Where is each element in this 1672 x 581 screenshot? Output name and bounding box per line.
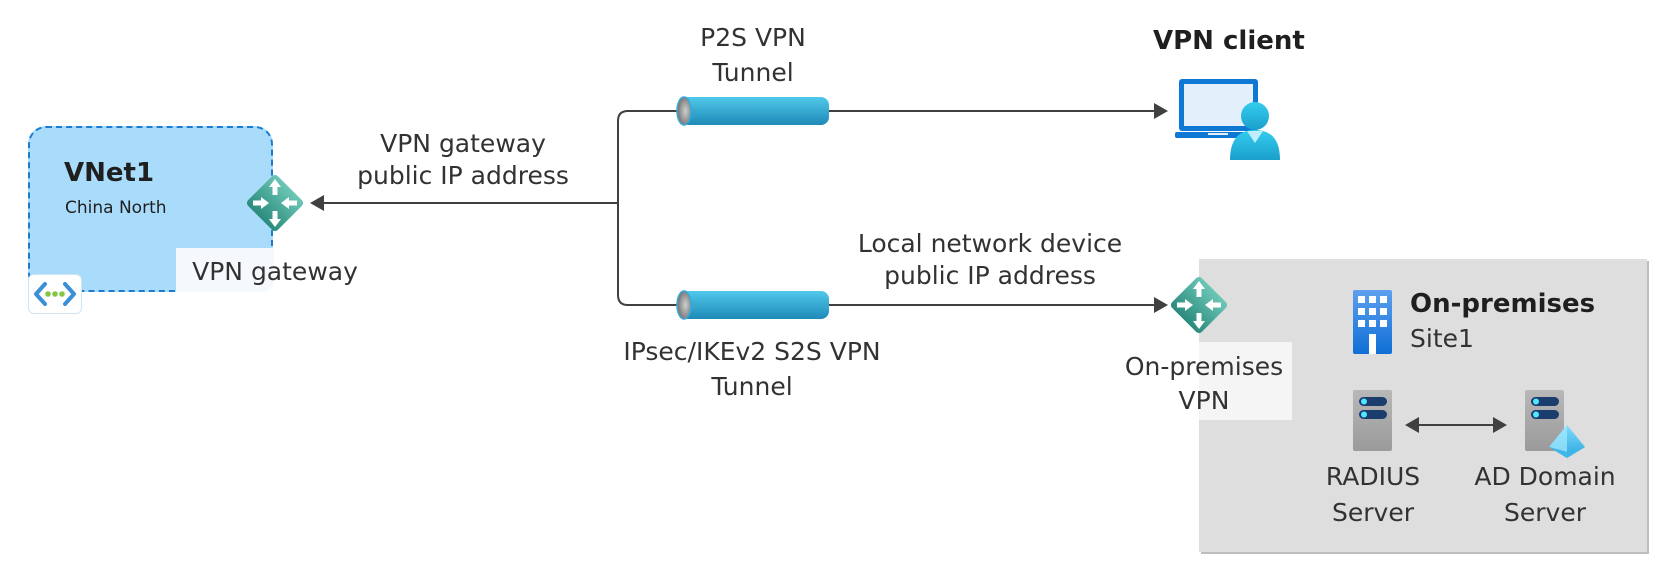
vpn-gateway-label-background: [176, 248, 274, 292]
vnet-title: VNet1: [64, 158, 155, 188]
gateway-ip-label-line1: VPN gateway: [380, 129, 546, 158]
s2s-tunnel-icon: [676, 290, 829, 320]
arrowhead-to-ad: [1493, 417, 1507, 433]
radius-server-icon: [1353, 390, 1392, 451]
laptop-user-icon: [1175, 79, 1280, 160]
p2s-tunnel-label-line2: Tunnel: [712, 58, 794, 87]
s2s-tunnel-label-line1: IPsec/IKEv2 S2S VPN: [623, 337, 881, 366]
p2s-tunnel-label-line1: P2S VPN: [700, 23, 806, 52]
radius-server-label-line1: RADIUS: [1325, 462, 1421, 491]
vpn-client-title: VPN client: [1153, 26, 1305, 56]
arrowhead-to-radius: [1405, 417, 1419, 433]
on-premises-title: On-premises: [1410, 289, 1596, 319]
connector-lines: [322, 110, 1494, 426]
on-premises-vpn-label-line2: VPN: [1178, 386, 1230, 415]
ad-domain-server-label-line1: AD Domain: [1474, 462, 1616, 491]
arrowhead-to-client: [1154, 103, 1168, 119]
on-premises-site: Site1: [1410, 324, 1474, 353]
arrowheads: [310, 103, 1507, 433]
vpn-gateway-icon: [246, 174, 304, 232]
vpn-gateway-label: VPN gateway: [192, 257, 358, 286]
radius-server-label-line2: Server: [1332, 498, 1414, 527]
local-ip-label-line2: public IP address: [884, 261, 1096, 290]
s2s-tunnel-label-line2: Tunnel: [711, 372, 793, 401]
building-icon: [1353, 290, 1392, 354]
vnet-region: China North: [65, 198, 167, 218]
on-premises-vpn-label-background-outside: [1120, 342, 1199, 420]
arrowhead-to-gateway: [310, 195, 324, 211]
on-premises-vpn-label-line1: On-premises: [1124, 352, 1284, 381]
connector-to-s2s: [617, 203, 680, 306]
on-premises-vpn-gateway-icon: [1170, 276, 1228, 334]
connector-to-p2s: [617, 110, 680, 203]
ad-domain-server-icon: [1525, 390, 1564, 451]
ad-domain-server-label-line2: Server: [1504, 498, 1586, 527]
virtual-network-icon: [34, 282, 76, 306]
local-ip-label-line1: Local network device: [857, 229, 1123, 258]
active-directory-icon: [1549, 425, 1585, 458]
gateway-ip-label-line2: public IP address: [357, 161, 569, 190]
arrowhead-to-onprem-vpn: [1154, 297, 1168, 313]
p2s-tunnel-icon: [676, 96, 829, 126]
